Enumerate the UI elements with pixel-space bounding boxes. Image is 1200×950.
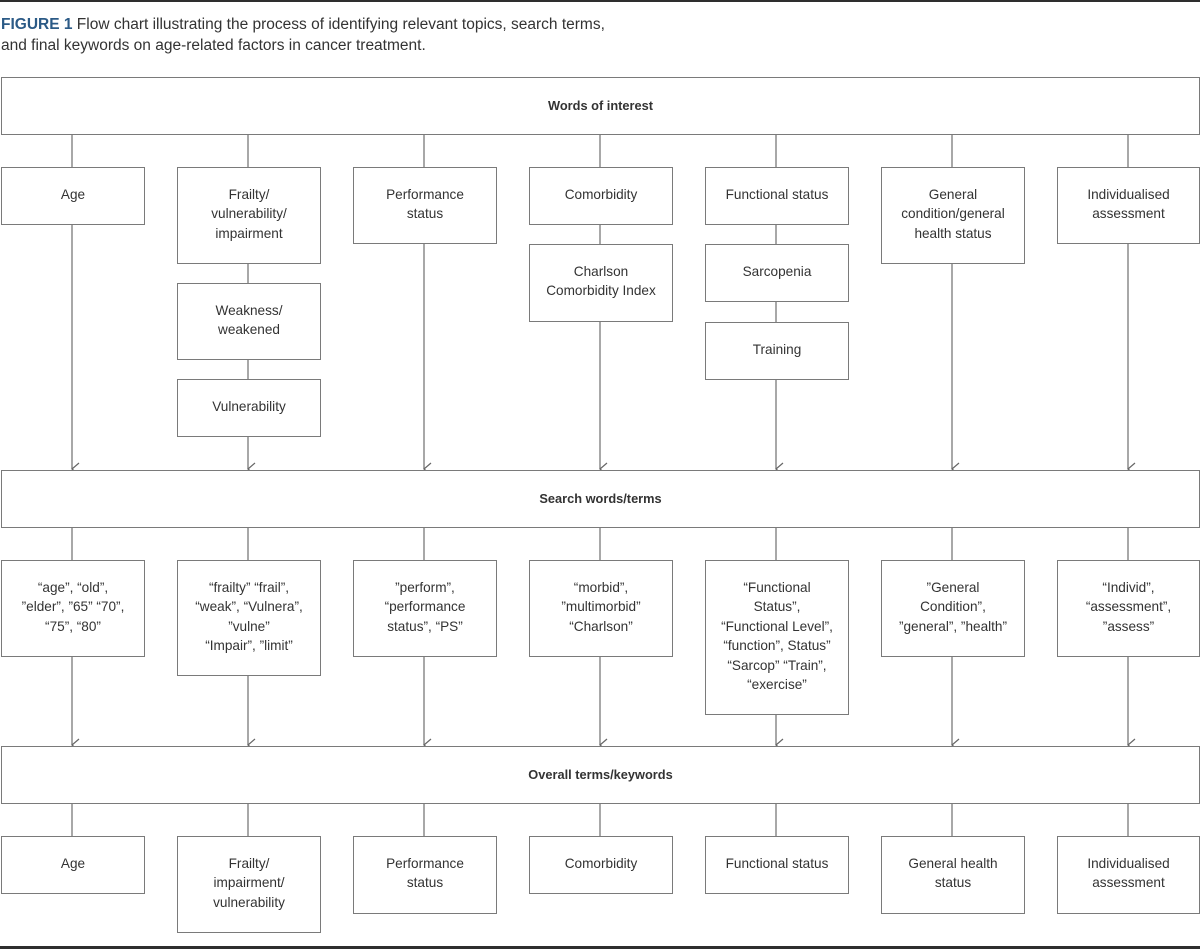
topic-label: General condition/general health status [901, 187, 1005, 241]
topic-box-individualised-assessment: Individualised assessment [1057, 167, 1200, 244]
header-title: Search words/terms [539, 491, 662, 507]
subtopic-box-charlson: Charlson Comorbidity Index [529, 244, 673, 322]
subtopic-box-training: Training [705, 322, 849, 380]
topic-label: Vulnerability [212, 399, 286, 414]
keyword-box-performance: Performance status [353, 836, 497, 914]
search-terms-text: ”General Condition”, ”general”, ”health” [898, 580, 1008, 634]
topic-box-frailty: Frailty/ vulnerability/ impairment [177, 167, 321, 264]
topic-box-age: Age [1, 167, 145, 225]
header-title: Overall terms/keywords [528, 767, 673, 783]
keyword-box-general-health: General health status [881, 836, 1025, 914]
caption-text: Flow chart illustrating the process of i… [1, 16, 605, 54]
search-terms-text: “Functional Status”, “Functional Level”,… [721, 580, 833, 693]
search-terms-box-functional: “Functional Status”, “Functional Level”,… [705, 560, 849, 715]
search-terms-text: ”perform”, “performance status”, “PS” [384, 580, 466, 634]
header-overall-keywords: Overall terms/keywords [1, 746, 1200, 804]
keyword-label: Frailty/ impairment/ vulnerability [213, 856, 285, 910]
topic-box-functional-status: Functional status [705, 167, 849, 225]
keyword-box-age: Age [1, 836, 145, 894]
header-title: Words of interest [548, 98, 653, 114]
topic-box-comorbidity: Comorbidity [529, 167, 673, 225]
figure-label: FIGURE 1 [1, 16, 73, 33]
topic-box-performance-status: Performance status [353, 167, 497, 244]
topic-label: Charlson Comorbidity Index [546, 264, 656, 299]
keyword-box-functional: Functional status [705, 836, 849, 894]
search-terms-box-comorbidity: “morbid”, ”multimorbid” “Charlson” [529, 560, 673, 657]
keyword-label: Individualised assessment [1087, 856, 1170, 891]
header-words-of-interest: Words of interest [1, 77, 1200, 135]
topic-label: Functional status [725, 187, 829, 202]
subtopic-box-vulnerability: Vulnerability [177, 379, 321, 437]
keyword-box-frailty: Frailty/ impairment/ vulnerability [177, 836, 321, 933]
topic-label: Age [60, 187, 86, 202]
search-terms-box-general: ”General Condition”, ”general”, ”health” [881, 560, 1025, 657]
figure-caption: FIGURE 1 Flow chart illustrating the pro… [1, 14, 721, 56]
keyword-label: Age [60, 856, 86, 871]
keyword-label: Performance status [386, 856, 464, 891]
bottom-rule [0, 946, 1200, 949]
search-terms-text: “morbid”, ”multimorbid” “Charlson” [561, 580, 641, 634]
subtopic-box-weakness: Weakness/ weakened [177, 283, 321, 360]
top-rule [0, 0, 1200, 2]
search-terms-box-age: “age”, “old”, ”elder”, ”65” “70”, “75”, … [1, 560, 145, 657]
search-terms-box-individualised: “Individ”, “assessment”, ”assess” [1057, 560, 1200, 657]
topic-label: Training [752, 342, 802, 357]
topic-label: Individualised assessment [1087, 187, 1170, 222]
topic-label: Performance status [386, 187, 464, 222]
keyword-label: Comorbidity [564, 856, 638, 871]
search-terms-text: “age”, “old”, ”elder”, ”65” “70”, “75”, … [21, 580, 125, 634]
topic-label: Weakness/ weakened [215, 303, 283, 338]
search-terms-text: “Individ”, “assessment”, ”assess” [1085, 580, 1172, 634]
topic-label: Frailty/ vulnerability/ impairment [211, 187, 287, 241]
topic-label: Sarcopenia [742, 264, 812, 279]
keyword-label: General health status [908, 856, 998, 891]
search-terms-text: “frailty” “frail”, “weak”, “Vulnera”, ”v… [195, 580, 303, 654]
search-terms-box-performance: ”perform”, “performance status”, “PS” [353, 560, 497, 657]
keyword-box-comorbidity: Comorbidity [529, 836, 673, 894]
search-terms-box-frailty: “frailty” “frail”, “weak”, “Vulnera”, ”v… [177, 560, 321, 676]
subtopic-box-sarcopenia: Sarcopenia [705, 244, 849, 302]
topic-label: Comorbidity [564, 187, 638, 202]
header-search-terms: Search words/terms [1, 470, 1200, 528]
keyword-box-individualised: Individualised assessment [1057, 836, 1200, 914]
topic-box-general-condition: General condition/general health status [881, 167, 1025, 264]
keyword-label: Functional status [725, 856, 829, 871]
